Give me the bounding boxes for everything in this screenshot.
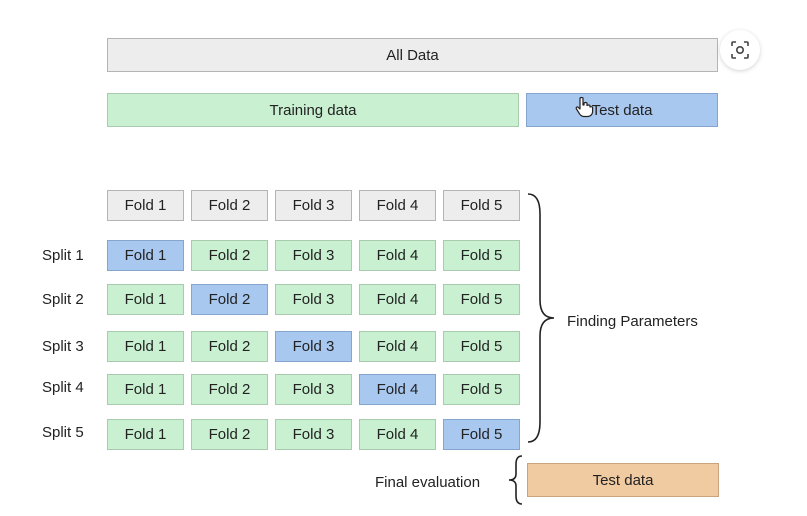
fold-label: Fold 3 (292, 381, 335, 398)
fold-label: Fold 1 (124, 291, 167, 308)
split-4-fold-1: Fold 1 (107, 374, 184, 405)
split-label: Split 2 (42, 291, 84, 308)
split-5-fold-5: Fold 5 (443, 419, 520, 450)
fold-label: Fold 5 (460, 291, 503, 308)
split-5-fold-3: Fold 3 (275, 419, 352, 450)
finding-parameters-label: Finding Parameters (567, 313, 698, 330)
final-test-data-bar: Test data (527, 463, 719, 497)
fold-label: Fold 4 (376, 426, 419, 443)
final-evaluation-label: Final evaluation (375, 474, 481, 491)
header-fold-2: Fold 2 (191, 190, 268, 221)
header-fold-label: Fold 4 (376, 197, 419, 214)
split-4-fold-5: Fold 5 (443, 374, 520, 405)
split-3-fold-1: Fold 1 (107, 331, 184, 362)
fold-label: Fold 5 (460, 247, 503, 264)
fold-label: Fold 4 (376, 291, 419, 308)
split-3-fold-3: Fold 3 (275, 331, 352, 362)
split-1-fold-5: Fold 5 (443, 240, 520, 271)
hand-pointer-icon (575, 96, 594, 118)
fold-label: Fold 1 (124, 247, 167, 264)
split-2-fold-2: Fold 2 (191, 284, 268, 315)
training-data-label: Training data (269, 101, 357, 119)
fold-label: Fold 5 (460, 426, 503, 443)
all-data-bar: All Data (107, 38, 718, 72)
fold-label: Fold 3 (292, 338, 335, 355)
final-test-data-label: Test data (592, 471, 654, 489)
split-4-fold-4: Fold 4 (359, 374, 436, 405)
fold-label: Fold 5 (460, 338, 503, 355)
all-data-label: All Data (386, 46, 439, 64)
header-fold-1: Fold 1 (107, 190, 184, 221)
finding-parameters-brace (527, 193, 555, 443)
final-evaluation-brace (508, 455, 523, 505)
split-1-fold-4: Fold 4 (359, 240, 436, 271)
fold-label: Fold 2 (208, 426, 251, 443)
fold-label: Fold 1 (124, 426, 167, 443)
split-label: Split 1 (42, 247, 84, 264)
fold-label: Fold 5 (460, 381, 503, 398)
fold-label: Fold 2 (208, 291, 251, 308)
fold-label: Fold 3 (292, 247, 335, 264)
header-fold-label: Fold 5 (460, 197, 503, 214)
split-5-fold-4: Fold 4 (359, 419, 436, 450)
fold-label: Fold 2 (208, 338, 251, 355)
fold-label: Fold 4 (376, 338, 419, 355)
visual-search-icon (731, 41, 749, 59)
header-fold-label: Fold 2 (208, 197, 251, 214)
split-3-fold-5: Fold 5 (443, 331, 520, 362)
split-1-fold-3: Fold 3 (275, 240, 352, 271)
fold-label: Fold 3 (292, 426, 335, 443)
header-fold-5: Fold 5 (443, 190, 520, 221)
fold-label: Fold 3 (292, 291, 335, 308)
split-2-fold-4: Fold 4 (359, 284, 436, 315)
fold-label: Fold 2 (208, 381, 251, 398)
fold-label: Fold 1 (124, 381, 167, 398)
split-label: Split 3 (42, 338, 84, 355)
split-4-fold-2: Fold 2 (191, 374, 268, 405)
split-4-fold-3: Fold 3 (275, 374, 352, 405)
fold-label: Fold 4 (376, 247, 419, 264)
split-2-fold-1: Fold 1 (107, 284, 184, 315)
split-3-fold-2: Fold 2 (191, 331, 268, 362)
split-1-fold-1: Fold 1 (107, 240, 184, 271)
training-data-bar: Training data (107, 93, 519, 127)
test-data-label: Test data (591, 101, 653, 119)
header-fold-4: Fold 4 (359, 190, 436, 221)
fold-label: Fold 2 (208, 247, 251, 264)
split-label: Split 4 (42, 379, 84, 396)
split-label: Split 5 (42, 424, 84, 441)
split-1-fold-2: Fold 2 (191, 240, 268, 271)
header-fold-3: Fold 3 (275, 190, 352, 221)
split-3-fold-4: Fold 4 (359, 331, 436, 362)
header-fold-label: Fold 1 (124, 197, 167, 214)
split-2-fold-5: Fold 5 (443, 284, 520, 315)
fold-label: Fold 1 (124, 338, 167, 355)
split-2-fold-3: Fold 3 (275, 284, 352, 315)
split-5-fold-2: Fold 2 (191, 419, 268, 450)
fold-label: Fold 4 (376, 381, 419, 398)
split-5-fold-1: Fold 1 (107, 419, 184, 450)
header-fold-label: Fold 3 (292, 197, 335, 214)
visual-search-button[interactable] (720, 30, 760, 70)
test-data-bar: Test data (526, 93, 718, 127)
